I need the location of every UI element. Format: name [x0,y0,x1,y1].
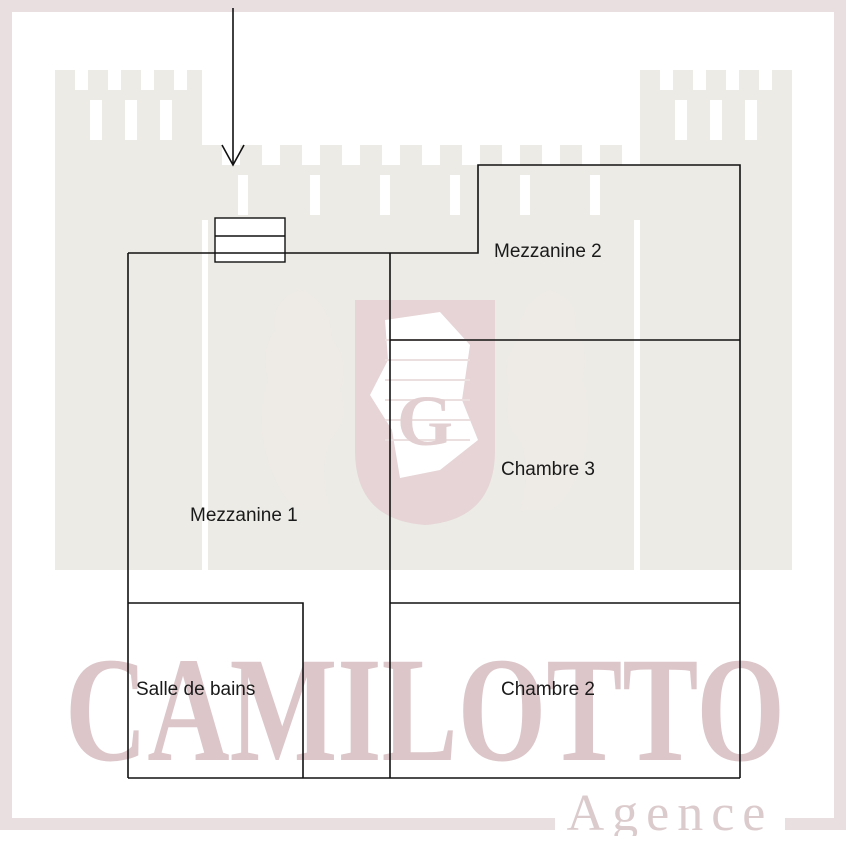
wall-salle-de-bains [128,602,304,778]
room-label-mezzanine-2: Mezzanine 2 [494,241,602,262]
stairs-icon [214,217,286,263]
watermark-crest-icon: G [261,290,589,525]
watermark-tagline-text: Agence [567,785,774,836]
watermark-tower-slits [90,100,757,570]
svg-text:G: G [397,381,453,461]
room-label-chambre-2: Chambre 2 [501,679,595,700]
down-arrow-icon [221,8,245,167]
room-label-chambre-3: Chambre 3 [501,459,595,480]
room-label-mezzanine-1: Mezzanine 1 [190,505,298,526]
watermark-brand-text: CAMILOTTO [65,627,785,793]
floor-plan-walls [127,164,741,779]
wall-mezzanine-2 [390,164,741,778]
room-label-salle-de-bains: Salle de bains [136,679,256,700]
watermark-tagline-bg [555,786,785,834]
